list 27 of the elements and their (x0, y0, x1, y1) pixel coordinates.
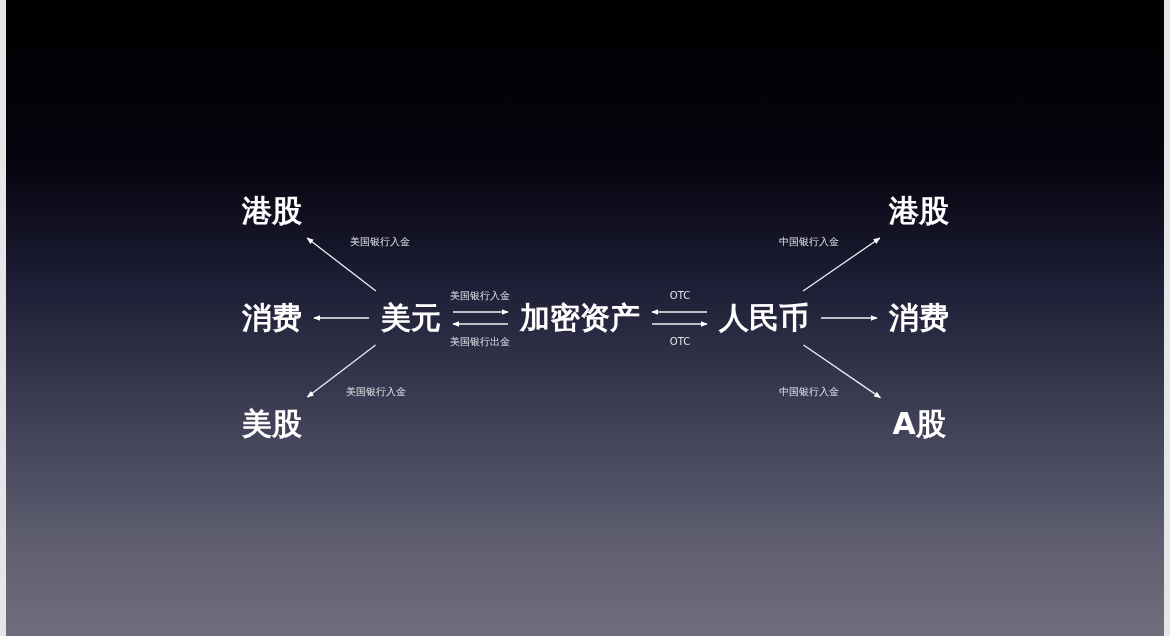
edge-label: 中国银行入金 (778, 236, 840, 248)
node-label: 消费 (889, 303, 949, 333)
node-label: 加密资产 (520, 303, 640, 333)
edge-label: OTC (668, 290, 692, 302)
edge-label: OTC (668, 336, 692, 348)
arrow (820, 315, 878, 321)
edge-label: 美国银行出金 (449, 336, 511, 348)
edge-label: 美国银行入金 (349, 236, 411, 248)
node-label: 港股 (242, 196, 302, 226)
node-label: 美股 (242, 409, 302, 439)
arrow (306, 237, 377, 292)
arrow (306, 344, 377, 398)
edge-label: 中国银行入金 (778, 386, 840, 398)
node-label: A股 (892, 409, 946, 439)
arrow (651, 321, 708, 327)
edge-label: 美国银行入金 (345, 386, 407, 398)
node-label: 美元 (381, 303, 441, 333)
arrow (802, 237, 881, 292)
node-label: 人民币 (719, 303, 809, 333)
arrow (802, 344, 882, 399)
arrow (452, 309, 509, 315)
node-label: 港股 (889, 196, 949, 226)
edge-label: 美国银行入金 (449, 290, 511, 302)
arrow (452, 321, 509, 327)
arrow (313, 315, 370, 321)
node-label: 消费 (242, 303, 302, 333)
arrow (651, 309, 708, 315)
